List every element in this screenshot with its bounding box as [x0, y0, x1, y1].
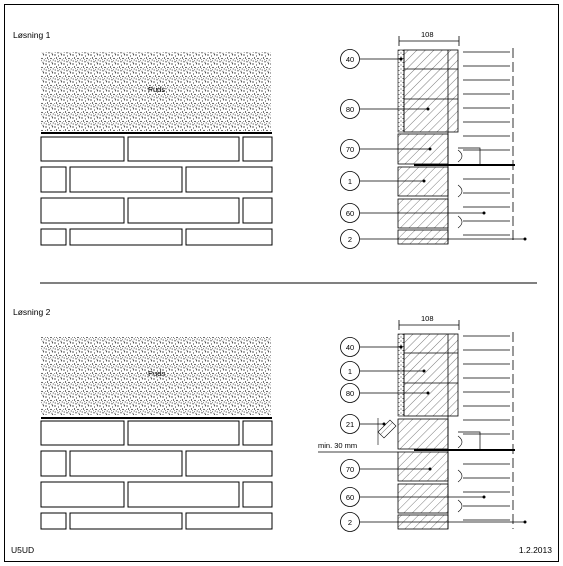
facade-elevation: Puds — [40, 337, 273, 530]
callout: 40 — [340, 49, 403, 69]
svg-text:1: 1 — [348, 177, 352, 186]
section-title: Løsning 2 — [13, 307, 51, 317]
svg-text:80: 80 — [346, 389, 354, 398]
dimension-label: 108 — [421, 30, 434, 39]
svg-text:60: 60 — [346, 493, 354, 502]
svg-text:40: 40 — [346, 55, 354, 64]
callout: 60 — [340, 203, 486, 223]
svg-text:2: 2 — [348, 235, 352, 244]
drawing-code: U5UD — [11, 545, 34, 555]
drawing-date: 1.2.2013 — [519, 545, 552, 555]
page-frame — [4, 4, 559, 562]
section-title: Løsning 1 — [13, 30, 51, 40]
callout: 1 — [340, 361, 426, 381]
svg-text:1: 1 — [348, 367, 352, 376]
svg-text:70: 70 — [346, 145, 354, 154]
svg-text:21: 21 — [346, 420, 354, 429]
callout-list: 40 1 80 21 — [340, 337, 527, 532]
plaster-area — [41, 337, 271, 415]
wall-section-detail: 108 — [397, 30, 515, 245]
callout: 60 — [340, 487, 486, 507]
facade-elevation: Puds — [40, 52, 273, 246]
brick-courses — [40, 420, 273, 530]
callout: 1 — [340, 171, 426, 191]
plaster-label: Puds — [148, 85, 165, 94]
minimum-note: min. 30 mm — [318, 441, 357, 450]
svg-text:70: 70 — [346, 465, 354, 474]
svg-text:2: 2 — [348, 518, 352, 527]
svg-text:60: 60 — [346, 209, 354, 218]
dimension-label: 108 — [421, 314, 434, 323]
callout: 40 — [340, 337, 403, 357]
section-1: Løsning 1 Puds — [13, 30, 527, 249]
callout-list: 40 80 70 1 — [340, 49, 527, 249]
wall-section-detail: 108 — [318, 314, 515, 530]
callout: 80 — [340, 99, 430, 119]
brick-courses — [40, 136, 273, 246]
section-2: Løsning 2 Puds — [13, 307, 527, 532]
callout: 2 — [340, 229, 527, 249]
svg-text:80: 80 — [346, 105, 354, 114]
callout: 21 — [340, 414, 386, 434]
svg-text:40: 40 — [346, 343, 354, 352]
plaster-area — [41, 52, 271, 131]
callout: 70 — [340, 139, 432, 159]
callout: 2 — [340, 512, 527, 532]
callout: 70 — [340, 459, 432, 479]
callout: 80 — [340, 383, 430, 403]
plaster-label: Puds — [148, 369, 165, 378]
